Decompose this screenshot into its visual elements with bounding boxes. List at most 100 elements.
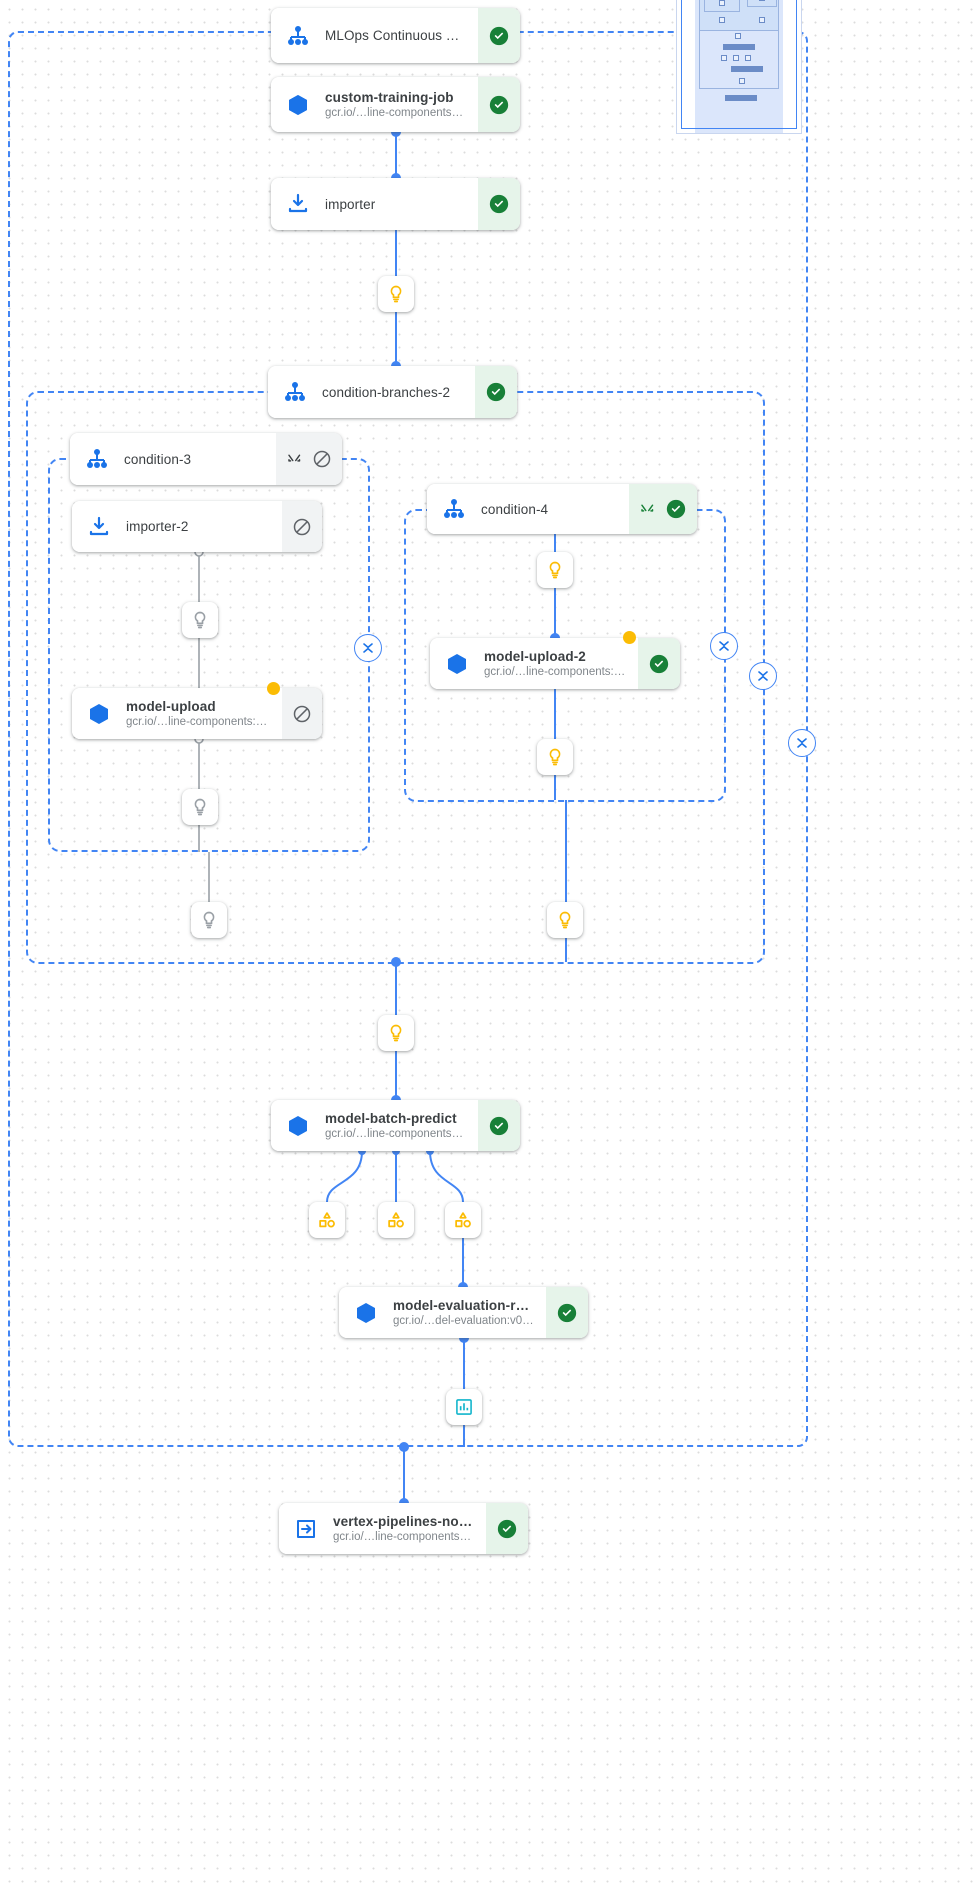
node-title: custom-training-job: [325, 90, 454, 105]
import-download-icon: [285, 191, 311, 217]
node-subtitle: gcr.io/…del-evaluation:v0.9.3: [393, 1315, 534, 1327]
status-badge[interactable]: [546, 1287, 588, 1338]
node-condition-4[interactable]: condition-4: [427, 484, 697, 534]
node-vertex-pipelines-notification[interactable]: vertex-pipelines-notificat… gcr.io/…line…: [279, 1503, 528, 1554]
collapse-chevrons-icon: [797, 738, 807, 748]
pipeline-dag-icon: [285, 23, 311, 49]
cache-indicator-dot: [623, 631, 636, 644]
expander-condition-3[interactable]: [354, 634, 382, 662]
pipeline-dag-icon: [441, 496, 467, 522]
artifact-node-lightbulb[interactable]: [378, 1015, 414, 1051]
artifact-node-lightbulb[interactable]: [182, 789, 218, 825]
node-model-evaluation-regression[interactable]: model-evaluation-regres… gcr.io/…del-eva…: [339, 1287, 588, 1338]
check-circle-icon: [649, 654, 669, 673]
node-title: model-upload: [126, 699, 216, 714]
dataset-shapes-icon: [388, 1212, 404, 1228]
not-allowed-icon: [293, 518, 311, 535]
cache-indicator-dot: [267, 682, 280, 695]
minimap-viewport-rect[interactable]: [681, 0, 797, 129]
node-subtitle: gcr.io/…line-components:2.6.0: [325, 107, 466, 119]
artifact-node-lightbulb[interactable]: [537, 552, 573, 588]
artifact-node-metrics[interactable]: [446, 1389, 482, 1425]
artifact-node-lightbulb[interactable]: [378, 276, 414, 312]
artifact-node-lightbulb[interactable]: [182, 602, 218, 638]
node-title: importer-2: [126, 519, 189, 534]
cube-icon: [444, 651, 470, 677]
node-model-upload[interactable]: model-upload gcr.io/…line-components:2.6…: [72, 688, 322, 739]
minimap-content: [695, 0, 783, 133]
status-badge[interactable]: [478, 8, 520, 63]
artifact-node-lightbulb[interactable]: [537, 739, 573, 775]
node-title: condition-branches-2: [322, 384, 451, 400]
status-badge[interactable]: [478, 178, 520, 230]
node-title: importer: [325, 196, 376, 212]
cube-icon: [285, 1113, 311, 1139]
expander-condition-4[interactable]: [710, 632, 738, 660]
cube-icon: [353, 1300, 379, 1326]
status-badge[interactable]: [478, 1100, 520, 1151]
status-badge[interactable]: [282, 501, 322, 552]
expander-root[interactable]: [788, 729, 816, 757]
node-title: condition-3: [124, 451, 192, 467]
check-circle-icon: [557, 1303, 577, 1322]
cube-icon: [285, 92, 311, 118]
artifact-node-lightbulb[interactable]: [191, 902, 227, 938]
node-title: MLOps Continuous Traini…: [325, 28, 466, 43]
lightbulb-icon: [559, 911, 571, 929]
merge-arrows-icon: [641, 504, 654, 512]
import-download-icon: [86, 514, 112, 540]
node-model-upload-2[interactable]: model-upload-2 gcr.io/…line-components:2…: [430, 638, 680, 689]
lightbulb-icon: [203, 911, 215, 929]
check-circle-icon: [497, 1519, 517, 1538]
check-circle-icon: [489, 1116, 509, 1135]
lightbulb-icon: [549, 561, 561, 579]
status-badge[interactable]: [486, 1503, 528, 1554]
artifact-node-dataset[interactable]: [445, 1202, 481, 1238]
node-custom-training-job[interactable]: custom-training-job gcr.io/…line-compone…: [271, 77, 520, 132]
artifact-node-lightbulb[interactable]: [547, 902, 583, 938]
artifact-node-dataset[interactable]: [309, 1202, 345, 1238]
collapse-chevrons-icon: [363, 643, 373, 653]
lightbulb-icon: [549, 748, 561, 766]
check-circle-icon: [486, 382, 506, 402]
node-subtitle: gcr.io/…line-components:2.6.0: [333, 1531, 474, 1543]
node-title: model-evaluation-regres…: [393, 1298, 534, 1313]
node-subtitle: gcr.io/…line-components:2.6.0: [484, 666, 626, 678]
node-condition-branches-2[interactable]: condition-branches-2: [268, 366, 517, 418]
node-title: condition-4: [481, 501, 549, 517]
node-title: vertex-pipelines-notificat…: [333, 1514, 474, 1529]
status-badge[interactable]: [629, 484, 697, 534]
check-circle-icon: [489, 95, 509, 114]
status-badge[interactable]: [475, 366, 517, 418]
expander-condition-branches-2[interactable]: [749, 662, 777, 690]
status-badge[interactable]: [282, 688, 322, 739]
check-circle-icon: [666, 499, 686, 519]
node-importer-2[interactable]: importer-2: [72, 501, 322, 552]
dataset-shapes-icon: [319, 1212, 335, 1228]
node-subtitle: gcr.io/…line-components:2.6.0: [325, 1128, 466, 1140]
bar-chart-metrics-icon: [456, 1399, 472, 1415]
not-allowed-icon: [293, 705, 311, 722]
lightbulb-icon: [390, 1024, 402, 1042]
collapse-chevrons-icon: [719, 641, 729, 651]
status-badge[interactable]: [638, 638, 680, 689]
not-allowed-icon: [313, 450, 331, 468]
graph-minimap[interactable]: [676, 0, 802, 134]
node-model-batch-predict[interactable]: model-batch-predict gcr.io/…line-compone…: [271, 1100, 520, 1151]
check-circle-icon: [489, 194, 509, 214]
lightbulb-icon: [194, 798, 206, 816]
node-importer[interactable]: importer: [271, 178, 520, 230]
status-badge[interactable]: [478, 77, 520, 132]
node-title: model-batch-predict: [325, 1111, 457, 1126]
artifact-node-dataset[interactable]: [378, 1202, 414, 1238]
lightbulb-icon: [390, 285, 402, 303]
pipeline-dag-icon: [84, 446, 110, 472]
node-condition-3[interactable]: condition-3: [70, 433, 342, 485]
status-badge[interactable]: [276, 433, 342, 485]
pipeline-dag-icon: [282, 379, 308, 405]
cube-icon: [86, 701, 112, 727]
node-mlops-continuous-training[interactable]: MLOps Continuous Traini…: [271, 8, 520, 63]
node-subtitle: gcr.io/…line-components:2.6.0: [126, 716, 270, 728]
node-title: model-upload-2: [484, 649, 586, 664]
